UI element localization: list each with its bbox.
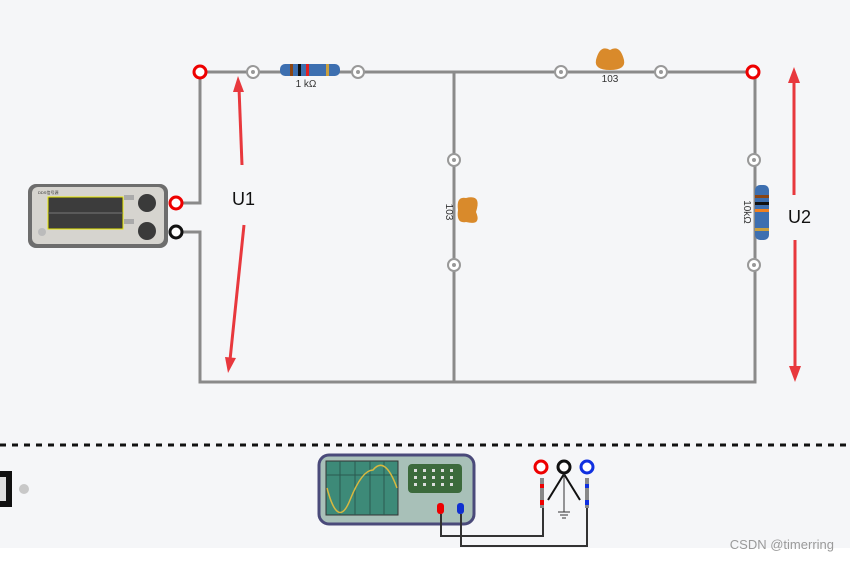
probe-cable-blue bbox=[460, 505, 588, 547]
capacitor-1-label: 103 bbox=[602, 74, 619, 85]
wires bbox=[178, 70, 757, 384]
resistor-10k[interactable] bbox=[755, 185, 769, 240]
wire-loop bbox=[178, 70, 757, 384]
watermark: CSDN @timerring bbox=[729, 537, 834, 552]
capacitor-2-label: 103 bbox=[443, 204, 454, 221]
u1-arrow-up-icon bbox=[237, 87, 244, 166]
ground-icon bbox=[558, 511, 570, 519]
generator-output-positive-terminal[interactable] bbox=[168, 195, 184, 211]
signal-generator[interactable]: DDS信号源 bbox=[28, 184, 168, 248]
wire-source-positive bbox=[178, 72, 202, 205]
probe-cable-red bbox=[440, 505, 544, 537]
probe-clips bbox=[540, 473, 589, 519]
voltage-arrows bbox=[225, 67, 801, 382]
svg-text:DDS信号源: DDS信号源 bbox=[38, 189, 58, 195]
connection-terminals[interactable] bbox=[246, 65, 761, 272]
node-terminal-right[interactable] bbox=[745, 64, 761, 80]
probe-ch2-terminal[interactable] bbox=[579, 459, 595, 475]
capacitor-top[interactable] bbox=[595, 48, 625, 70]
generator-output-negative-terminal[interactable] bbox=[168, 224, 184, 240]
resistor-1-label: 1 kΩ bbox=[296, 79, 317, 90]
partial-device[interactable] bbox=[0, 471, 29, 507]
oscilloscope[interactable] bbox=[317, 453, 476, 526]
resistor-1k[interactable] bbox=[280, 64, 340, 76]
sine-wave-icon bbox=[326, 464, 398, 514]
u1-label: U1 bbox=[232, 189, 255, 209]
probe-ground-terminal[interactable] bbox=[556, 459, 572, 475]
node-terminal-left[interactable] bbox=[192, 64, 208, 80]
resistor-2-label: 10kΩ bbox=[741, 200, 752, 224]
capacitor-middle[interactable] bbox=[457, 197, 478, 223]
u2-label: U2 bbox=[788, 207, 811, 227]
probe-ch1-terminal[interactable] bbox=[533, 459, 549, 475]
u1-arrow-down-icon bbox=[228, 224, 246, 361]
